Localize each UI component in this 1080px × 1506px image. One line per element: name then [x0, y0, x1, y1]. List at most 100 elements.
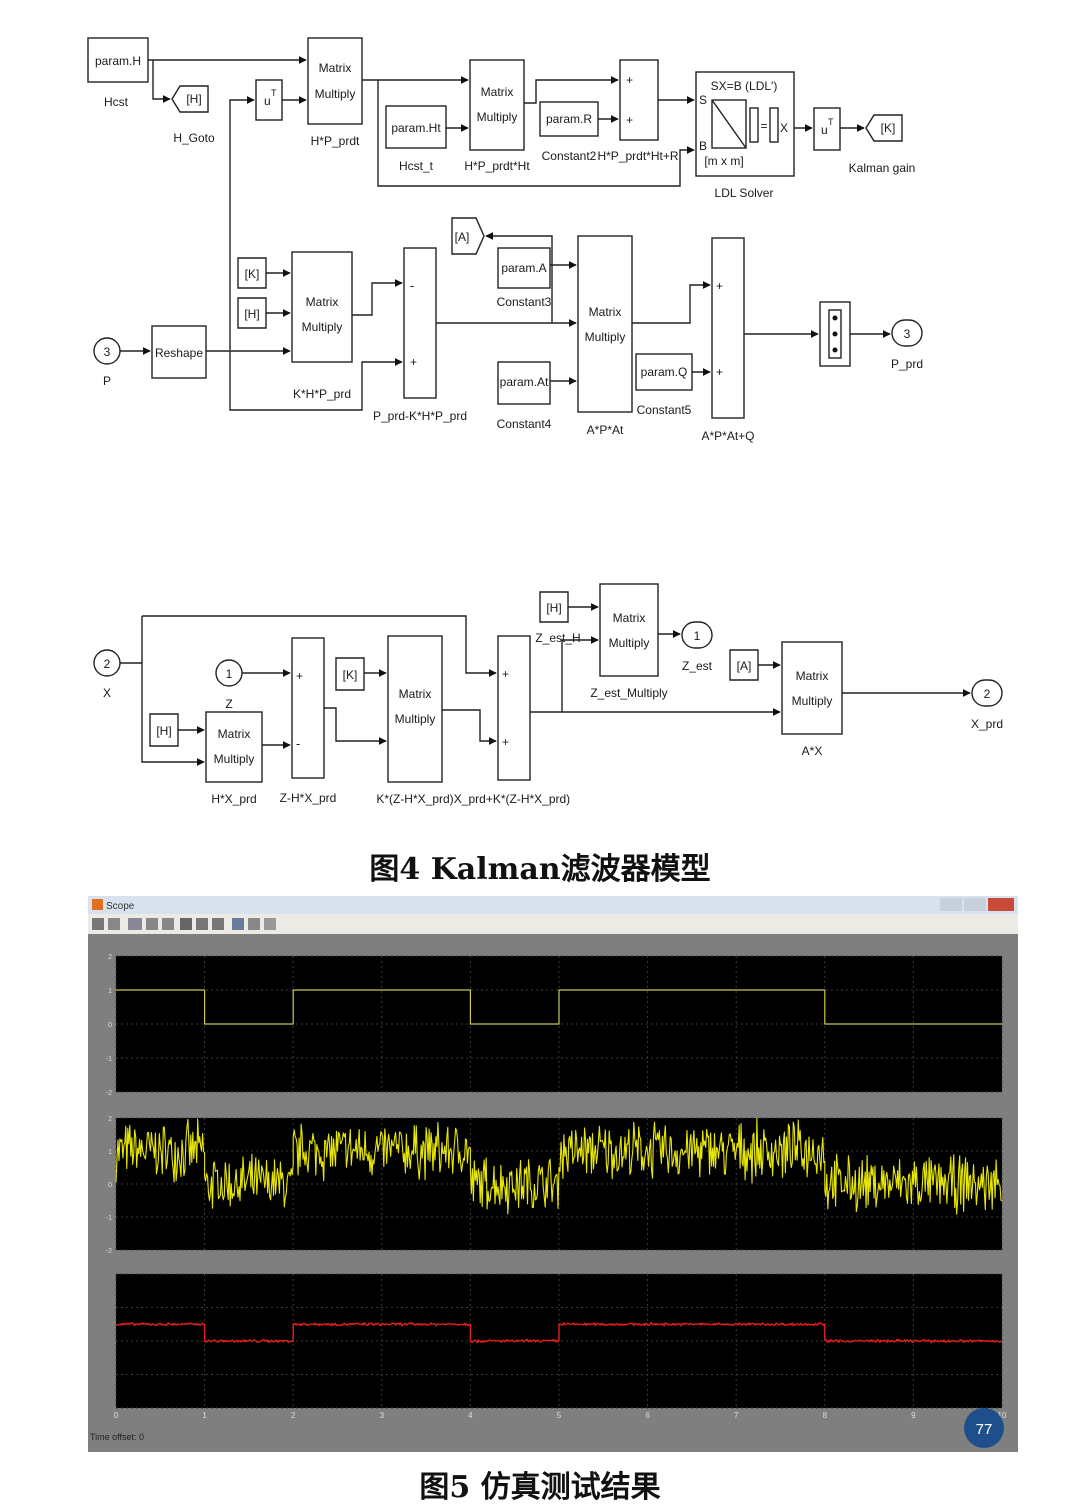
- h-from-lower-block[interactable]: [149, 713, 179, 747]
- ldl-title: SX=B (LDL'): [711, 79, 778, 93]
- mm-h-x-block[interactable]: [205, 711, 263, 783]
- autoscale-icon[interactable]: [180, 918, 192, 930]
- outport-3-block[interactable]: [891, 319, 923, 347]
- param-ht-label: param.Ht: [391, 121, 441, 135]
- transpose-t: T: [271, 88, 277, 98]
- transpose2-t: T: [828, 117, 834, 127]
- sum1-plus-a: +: [626, 73, 633, 87]
- param-q-block[interactable]: [635, 353, 693, 391]
- mm-a-x-block[interactable]: [781, 641, 843, 735]
- y-tick-2-1: 1: [108, 1149, 112, 1156]
- outport-3-num: 3: [904, 327, 911, 341]
- mm4-name: A*P*At: [587, 423, 624, 437]
- series-line-2: [115, 1117, 1003, 1215]
- transpose-block-1[interactable]: [255, 79, 283, 121]
- ldl-port-b: B: [699, 139, 707, 153]
- scope-status: Time offset: 0: [90, 1432, 144, 1442]
- inport-3-label: P: [103, 374, 111, 388]
- restore-axes-icon[interactable]: [212, 918, 224, 930]
- k-goto-block[interactable]: [865, 114, 903, 142]
- mm-k-h-p-block[interactable]: [291, 251, 353, 363]
- mm-k-z-block[interactable]: [387, 635, 443, 783]
- sum-4-block[interactable]: [291, 637, 325, 779]
- mm2-line1: Matrix: [481, 85, 514, 99]
- h-goto-block[interactable]: [171, 85, 209, 113]
- outport-1-num: 1: [694, 629, 701, 643]
- close-button[interactable]: [988, 898, 1014, 911]
- kalman-filter-diagram: param.H Hcst [H] H_Goto u T Matrix Multi…: [87, 37, 1003, 806]
- mm-z-est-block[interactable]: [599, 583, 659, 677]
- param-h-block[interactable]: [87, 37, 149, 83]
- ldl-port-x: X: [780, 121, 788, 135]
- mm-h-p-prdt-block[interactable]: [307, 37, 363, 125]
- sum-3-block[interactable]: [711, 237, 745, 419]
- param-at-block[interactable]: [497, 361, 551, 405]
- mm6-line1: Matrix: [399, 687, 432, 701]
- a-goto-tag: [A]: [455, 230, 470, 244]
- h-from-tag: [H]: [244, 307, 259, 321]
- sum1-plus-b: +: [626, 113, 633, 127]
- mm3-line2: Multiply: [302, 320, 343, 334]
- transpose-block-2[interactable]: [813, 107, 841, 151]
- ldl-dims: [m x m]: [704, 154, 743, 168]
- minimize-button[interactable]: [940, 898, 962, 911]
- mm3-name: K*H*P_prd: [293, 387, 351, 401]
- sum5-name: X_prd+K*(Z-H*X_prd): [454, 792, 570, 806]
- a-goto-block[interactable]: [451, 217, 485, 255]
- mm7-line1: Matrix: [613, 611, 646, 625]
- mm1-line2: Multiply: [315, 87, 356, 101]
- params-icon[interactable]: [108, 918, 120, 930]
- a-from-lower-block[interactable]: [729, 649, 759, 681]
- hcst-t-label: Hcst_t: [399, 159, 434, 173]
- mm-h-p-prdt-ht-block[interactable]: [469, 59, 525, 151]
- y-tick-1-4: -2: [106, 1090, 112, 1097]
- floating-scope-icon[interactable]: [232, 918, 244, 930]
- param-r-block[interactable]: [539, 101, 599, 137]
- k-from-block[interactable]: [237, 257, 267, 289]
- kalman-gain-label: Kalman gain: [849, 161, 916, 175]
- scope-title: Scope: [106, 901, 135, 912]
- k-goto-tag: [K]: [881, 121, 896, 135]
- signal-selector-icon[interactable]: [264, 918, 276, 930]
- h-goto-tag: [H]: [186, 92, 201, 106]
- maximize-button[interactable]: [964, 898, 986, 911]
- lock-axes-icon[interactable]: [248, 918, 260, 930]
- inport-2-label: X: [103, 686, 111, 700]
- param-a-block[interactable]: [497, 247, 551, 289]
- sum-5-block[interactable]: [497, 635, 531, 781]
- outport-2-num: 2: [984, 687, 991, 701]
- h-from-lower-2-block[interactable]: [539, 591, 569, 623]
- param-h-label: param.H: [95, 54, 141, 68]
- ldl-port-s: S: [699, 93, 707, 107]
- mm-a-p-at-block[interactable]: [577, 235, 633, 413]
- outport-2-block[interactable]: [971, 679, 1003, 707]
- sum5-plus-a: +: [502, 667, 509, 681]
- figure-5-caption: 图5 仿真测试结果: [419, 1470, 661, 1505]
- sum4-minus: -: [296, 736, 300, 751]
- transpose-u: u: [264, 94, 271, 108]
- mm2-name: H*P_prdt*Ht: [464, 159, 530, 173]
- sum5-plus-b: +: [502, 735, 509, 749]
- k-from-lower-block[interactable]: [335, 657, 365, 691]
- mm7-line2: Multiply: [609, 636, 650, 650]
- ldl-vec-icon-2: [769, 107, 779, 143]
- param-ht-block[interactable]: [385, 105, 447, 149]
- reshape-block[interactable]: [151, 325, 207, 379]
- sum-2-block[interactable]: [403, 247, 437, 399]
- sum-1-block[interactable]: [619, 59, 659, 141]
- zoom-icon[interactable]: [128, 918, 142, 930]
- zoom-x-icon[interactable]: [146, 918, 158, 930]
- print-icon[interactable]: [92, 918, 104, 930]
- sum3-plus-a: +: [716, 279, 723, 293]
- h-from-block[interactable]: [237, 297, 267, 329]
- perf-badge: [964, 1408, 1004, 1448]
- outport-1-block[interactable]: [681, 621, 713, 649]
- sum1-name: H*P_prdt*Ht+R: [597, 149, 678, 163]
- save-axes-icon[interactable]: [196, 918, 208, 930]
- zoom-y-icon[interactable]: [162, 918, 174, 930]
- figure-4-caption: 图4 Kalman滤波器模型: [369, 852, 711, 887]
- inport-1-label: Z: [225, 697, 232, 711]
- mm8-name: A*X: [802, 744, 823, 758]
- mm1-name: H*P_prdt: [311, 134, 360, 148]
